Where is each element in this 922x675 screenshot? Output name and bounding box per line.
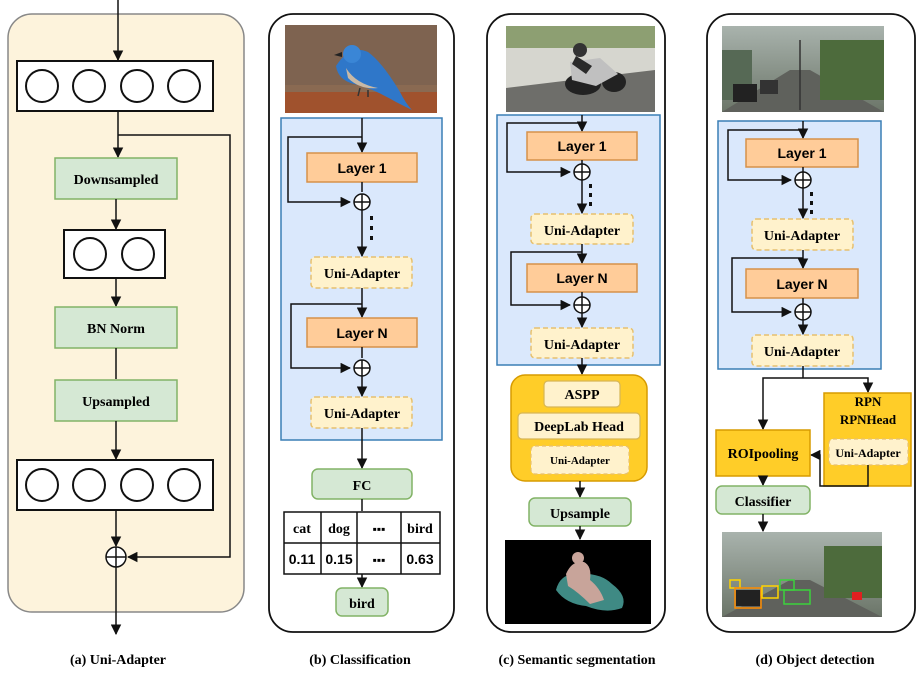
add-operator-icon bbox=[573, 163, 591, 181]
class-probability-table: cat dog ▪▪▪ bird 0.11 0.15 ▪▪▪ 0.63 bbox=[283, 511, 441, 575]
uni-adapter-block bbox=[530, 327, 634, 359]
caption-d: (d) Object detection bbox=[756, 653, 875, 668]
add-operator-icon bbox=[794, 303, 812, 321]
uni-adapter-block bbox=[310, 396, 413, 429]
layer-1-block bbox=[306, 152, 418, 183]
downsampled-label: Downsampled bbox=[74, 173, 159, 188]
upsample-label: Upsample bbox=[550, 507, 610, 522]
uni-adapter-label: Uni-Adapter bbox=[550, 455, 610, 467]
table-value-cell: 0.15 bbox=[325, 551, 352, 567]
uni-adapter-label: Uni-Adapter bbox=[324, 267, 400, 282]
uni-adapter-label: Uni-Adapter bbox=[544, 224, 620, 239]
uni-adapter-block bbox=[530, 445, 630, 475]
segmentation-mask-image bbox=[505, 540, 651, 624]
panel-d: Layer 1 Uni-Adapter Layer N Uni-Adapter bbox=[706, 13, 916, 668]
add-operator-icon bbox=[353, 193, 371, 211]
uni-adapter-block bbox=[751, 218, 854, 251]
table-value-cell: ▪▪▪ bbox=[373, 553, 386, 567]
layer-1-label: Layer 1 bbox=[337, 160, 386, 176]
fc-label: FC bbox=[353, 479, 372, 494]
layer-n-label: Layer N bbox=[776, 276, 827, 292]
panel-a: Downsampled BN Norm Upsampled ( bbox=[7, 0, 245, 668]
ellipsis-dots bbox=[810, 192, 813, 214]
uni-adapter-label: Uni-Adapter bbox=[764, 345, 840, 360]
detection-result-image bbox=[722, 532, 882, 617]
aspp-block bbox=[543, 380, 621, 408]
prediction-output bbox=[335, 587, 389, 617]
table-header-cell: dog bbox=[328, 522, 350, 537]
table-header-cell: bird bbox=[407, 522, 433, 537]
skip-connection bbox=[118, 134, 231, 563]
layer-1-block bbox=[526, 131, 638, 161]
motorcycle-image bbox=[506, 26, 655, 112]
roipooling-block bbox=[715, 429, 811, 477]
bn-norm-label: BN Norm bbox=[87, 322, 145, 337]
rpn-label: RPN bbox=[855, 394, 882, 409]
uni-adapter-label: Uni-Adapter bbox=[835, 446, 901, 460]
layer-n-block bbox=[526, 263, 638, 293]
table-value-cell: 0.63 bbox=[406, 551, 433, 567]
uni-adapter-label: Uni-Adapter bbox=[764, 229, 840, 244]
layer-1-block bbox=[745, 138, 859, 168]
output-neurons bbox=[16, 459, 214, 511]
downsampled-block bbox=[54, 157, 178, 200]
caption-a: (a) Uni-Adapter bbox=[70, 653, 166, 668]
table-value-cell: 0.11 bbox=[289, 551, 316, 567]
add-operator-icon bbox=[573, 296, 591, 314]
aspp-label: ASPP bbox=[565, 388, 600, 403]
ellipsis-dots bbox=[370, 216, 373, 240]
uni-adapter-label: Uni-Adapter bbox=[544, 338, 620, 353]
bn-norm-block bbox=[54, 306, 178, 349]
caption-b: (b) Classification bbox=[309, 653, 411, 668]
uni-adapter-block bbox=[530, 213, 634, 245]
layer-n-label: Layer N bbox=[336, 325, 387, 341]
add-operator-icon bbox=[353, 359, 371, 377]
panel-c: Layer 1 Uni-Adapter Layer N Uni-Adapter bbox=[486, 13, 666, 668]
layer-n-label: Layer N bbox=[556, 270, 607, 286]
uni-adapter-block bbox=[310, 256, 413, 289]
classifier-label: Classifier bbox=[735, 495, 792, 510]
deeplab-head-block bbox=[517, 412, 641, 440]
rpnhead-label: RPNHead bbox=[840, 412, 897, 427]
layer-n-block bbox=[306, 317, 418, 348]
deeplab-head-label: DeepLab Head bbox=[534, 420, 624, 435]
prediction-label: bird bbox=[349, 597, 375, 612]
street-image bbox=[722, 26, 884, 112]
panel-b: Layer 1 Uni-Adapter Layer N Uni-Adapter bbox=[268, 13, 455, 668]
layer-n-block bbox=[745, 268, 859, 299]
uni-adapter-label: Uni-Adapter bbox=[324, 407, 400, 422]
layer-1-label: Layer 1 bbox=[557, 138, 606, 154]
input-neurons bbox=[16, 60, 214, 112]
roipooling-label: ROIpooling bbox=[728, 447, 799, 462]
table-header-cell: ▪▪▪ bbox=[373, 522, 386, 536]
uni-adapter-block bbox=[751, 334, 854, 367]
add-operator-icon bbox=[794, 171, 812, 189]
layer-1-label: Layer 1 bbox=[777, 145, 826, 161]
bottleneck-neurons bbox=[63, 229, 166, 279]
add-operator-icon bbox=[105, 546, 127, 568]
ellipsis-dots bbox=[589, 184, 592, 206]
bird-image bbox=[285, 25, 437, 113]
upsampled-label: Upsampled bbox=[82, 395, 150, 410]
caption-c: (c) Semantic segmentation bbox=[498, 653, 655, 668]
table-header-cell: cat bbox=[293, 522, 311, 537]
